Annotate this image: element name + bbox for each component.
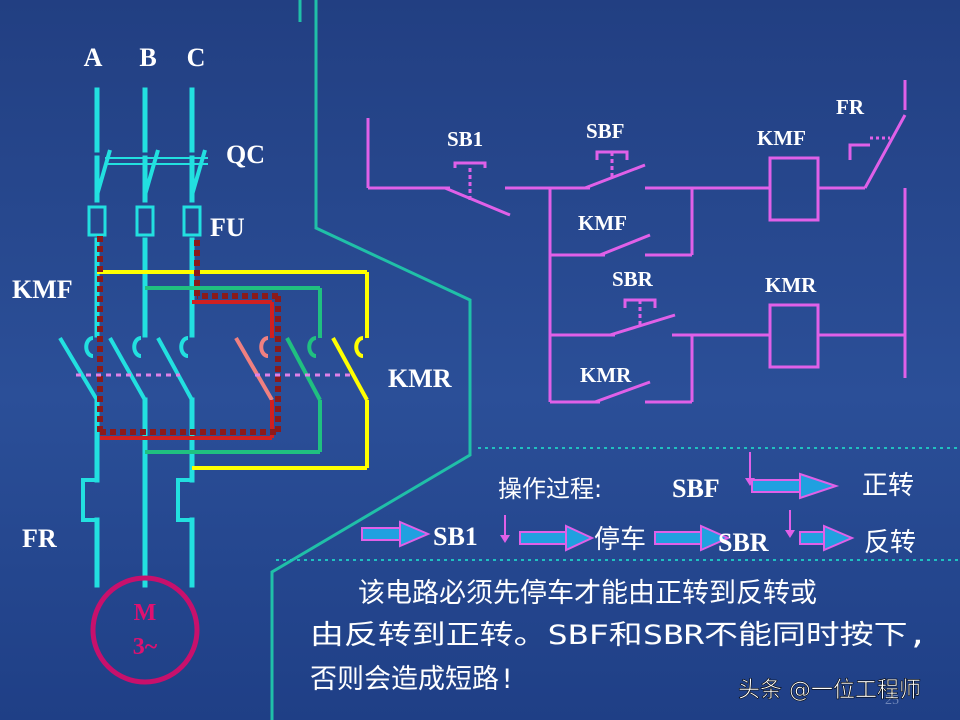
watermark: 头条 @一位工程师 <box>738 678 921 703</box>
note-line-1: 该电路必须先停车才能由正转到反转或 <box>358 578 817 609</box>
fuses <box>87 205 202 237</box>
sequence-arrows <box>361 452 855 552</box>
kmf-coil-label: KMF <box>757 126 806 150</box>
forward-wiring <box>97 270 369 470</box>
fr-thermal-elements <box>81 478 192 522</box>
fr-contact-label: FR <box>836 95 865 119</box>
dotted-dividers <box>276 447 960 561</box>
phase-label-c: C <box>187 43 206 72</box>
fu-label: FU <box>210 213 245 242</box>
phase-label-b: B <box>139 43 156 72</box>
sequence-stop: 停车 <box>594 525 646 555</box>
sequence-title: 操作过程: <box>498 475 602 503</box>
note-line-3: 否则会造成短路! <box>310 664 515 695</box>
sequence-sbf: SBF <box>672 474 720 503</box>
kmr-main-label: KMR <box>388 364 452 393</box>
sb1-label: SB1 <box>447 127 483 151</box>
phase-label-a: A <box>84 43 103 72</box>
qc-label: QC <box>226 140 265 169</box>
sequence-forward: 正转 <box>862 471 914 501</box>
kmr-coil-label: KMR <box>765 273 817 297</box>
sequence-reverse: 反转 <box>864 528 916 558</box>
short-circuit-path <box>97 236 281 435</box>
kmf-main-contacts <box>58 336 194 402</box>
kmr-holding-label: KMR <box>580 363 632 387</box>
qc-switch <box>95 149 208 196</box>
sequence-sbr: SBR <box>718 528 769 557</box>
motor-label-phase: 3~ <box>133 634 158 660</box>
sbf-label: SBF <box>586 119 625 143</box>
sbr-label: SBR <box>612 267 654 291</box>
fr-main-label: FR <box>22 524 57 553</box>
note-line-2: 由反转到正转。SBF和SBR不能同时按下, <box>310 620 928 651</box>
control-wiring <box>366 80 907 404</box>
panel-dividers <box>270 0 472 720</box>
kmf-holding-label: KMF <box>578 211 627 235</box>
sequence-sb1: SB1 <box>433 522 478 551</box>
reverse-wiring <box>145 286 322 454</box>
page-number: 25 <box>885 693 899 708</box>
kmf-main-label: KMF <box>12 275 73 304</box>
motor-label-m: M <box>134 600 157 626</box>
motor: M 3~ <box>90 575 200 685</box>
